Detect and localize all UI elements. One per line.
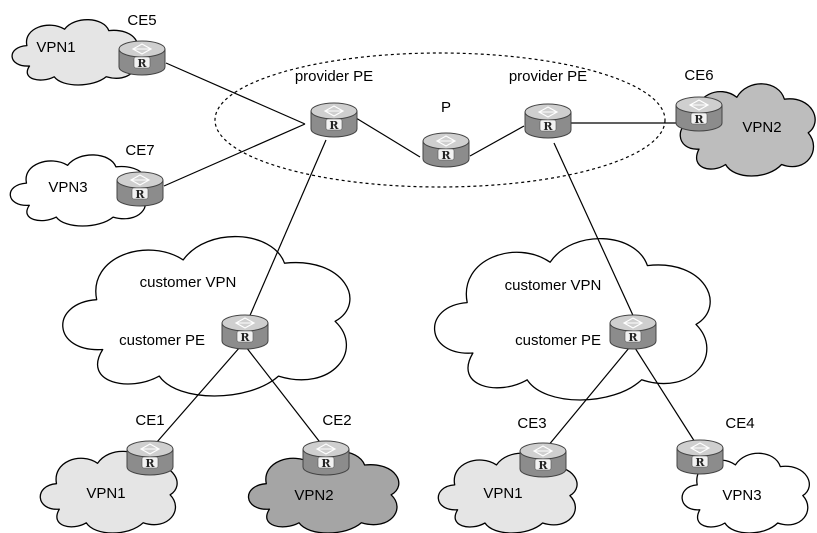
router-r-glyph: R [694,113,704,126]
link-cpe-right-ce4 [634,347,701,451]
router-icon[interactable]: R [676,439,724,475]
cloud-label-customer-vpn-left: customer VPN [140,274,237,291]
cloud-label-vpn3-ce7: VPN3 [48,179,87,196]
cloud-label-vpn1-ce5: VPN1 [36,39,75,56]
cloud-label-vpn1-ce3: VPN1 [483,485,522,502]
link-p-pe-right [469,125,525,157]
router-label-ce4: CE4 [725,415,754,432]
link-pe-left-p [355,117,421,158]
link-ce7-pe-left [163,123,306,187]
router-r-glyph: R [695,456,705,469]
cloud-label-vpn3-ce4: VPN3 [722,487,761,504]
router-r-glyph: R [441,149,451,162]
router-label-ce1: CE1 [135,412,164,429]
link-cpe-right-ce3 [542,347,630,453]
router-label-ce7: CE7 [125,142,154,159]
link-ce5-pe-left [165,62,306,125]
cloud-label-vpn2-ce6: VPN2 [742,119,781,136]
router-icon[interactable]: R [609,314,657,350]
link-cpe-left-ce2 [245,346,327,451]
link-pe-right-cpe-right [553,142,637,323]
cloud-label-vpn1-ce1: VPN1 [86,485,125,502]
router-label-cpe-right: customer PE [515,332,601,349]
router-icon[interactable]: R [310,102,358,138]
router-icon[interactable]: R [422,132,470,168]
cloud-vpn3-ce4 [681,452,810,533]
router-r-glyph: R [543,120,553,133]
router-r-glyph: R [321,457,331,470]
router-icon[interactable]: R [126,440,174,476]
router-label-ce6: CE6 [684,67,713,84]
router-label-pe-left: provider PE [295,68,373,85]
router-icon[interactable]: R [221,314,269,350]
router-icon[interactable]: R [118,40,166,76]
router-r-glyph: R [628,331,638,344]
router-r-glyph: R [240,331,250,344]
router-icon[interactable]: R [519,442,567,478]
link-cpe-left-ce1 [149,346,241,451]
router-r-glyph: R [137,57,147,70]
router-icon[interactable]: R [675,96,723,132]
router-icon[interactable]: R [302,440,350,476]
cloud-customer-vpn-right [433,238,711,401]
router-r-glyph: R [329,119,339,132]
router-r-glyph: R [145,457,155,470]
cloud-vpn2-ce2 [247,450,400,533]
router-icon[interactable]: R [116,171,164,207]
router-label-ce2: CE2 [322,412,351,429]
router-label-pe-right: provider PE [509,68,587,85]
router-label-p: P [441,99,451,116]
cloud-label-vpn2-ce2: VPN2 [294,487,333,504]
router-label-cpe-left: customer PE [119,332,205,349]
router-r-glyph: R [538,459,548,472]
router-r-glyph: R [135,188,145,201]
router-label-ce3: CE3 [517,415,546,432]
provider-backbone-zone [214,52,666,188]
link-pe-left-cpe-left [247,139,327,321]
router-label-ce5: CE5 [127,12,156,29]
cloud-customer-vpn-left [62,236,351,397]
router-icon[interactable]: R [524,103,572,139]
cloud-label-customer-vpn-right: customer VPN [505,277,602,294]
